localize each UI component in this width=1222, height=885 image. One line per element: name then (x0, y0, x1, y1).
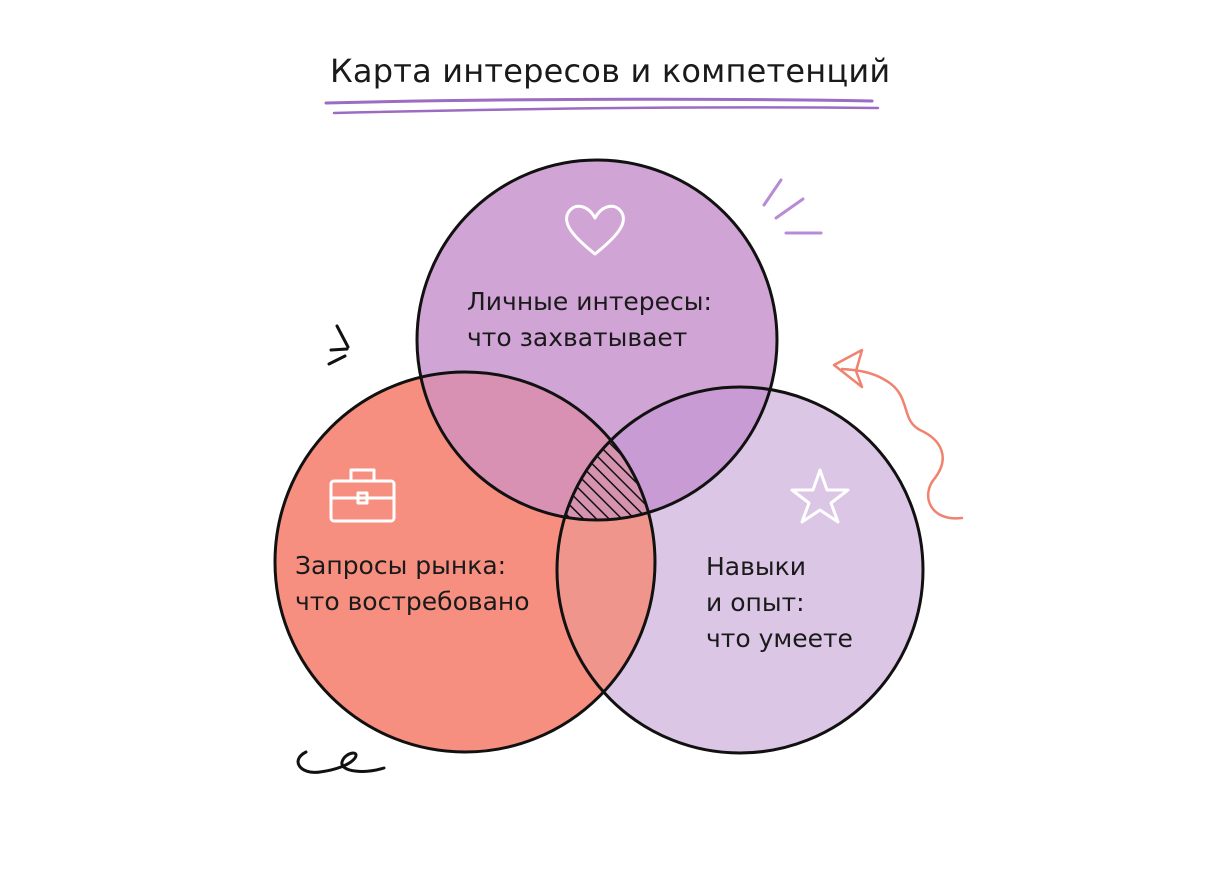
market-circle-outline (273, 370, 657, 754)
spark-lines-left (327, 324, 350, 366)
squiggle-decoration (296, 750, 386, 774)
heart-icon (565, 204, 625, 256)
title-underline-second (332, 106, 880, 115)
skills-label-line-2: и опыт: (706, 588, 805, 617)
market-label-line-2: что востребовано (295, 587, 530, 616)
interests-label-line-2: что захватывает (467, 323, 688, 352)
interests-skills-overlap (557, 387, 777, 520)
interests-label-line-1: Личные интересы: (467, 287, 712, 316)
interests-market-overlap (417, 372, 655, 520)
skills-label-line-3: что умеете (706, 624, 853, 653)
skills-circle-outline (555, 385, 925, 755)
page-title: Карта интересов и компетенций (330, 52, 891, 90)
spark-lines-right (762, 178, 823, 235)
market-label-line-1: Запросы рынка: (295, 551, 507, 580)
title-underline (324, 97, 874, 105)
star-icon (790, 468, 850, 524)
market-label: Запросы рынка: что востребовано (295, 548, 530, 620)
skills-label: Навыки и опыт: что умеете (706, 549, 853, 657)
interests-label: Личные интересы: что захватывает (467, 284, 712, 356)
briefcase-icon (329, 468, 396, 523)
interests-circle-outline (415, 158, 779, 522)
arrow-icon (832, 348, 964, 520)
skills-label-line-1: Навыки (706, 552, 806, 581)
